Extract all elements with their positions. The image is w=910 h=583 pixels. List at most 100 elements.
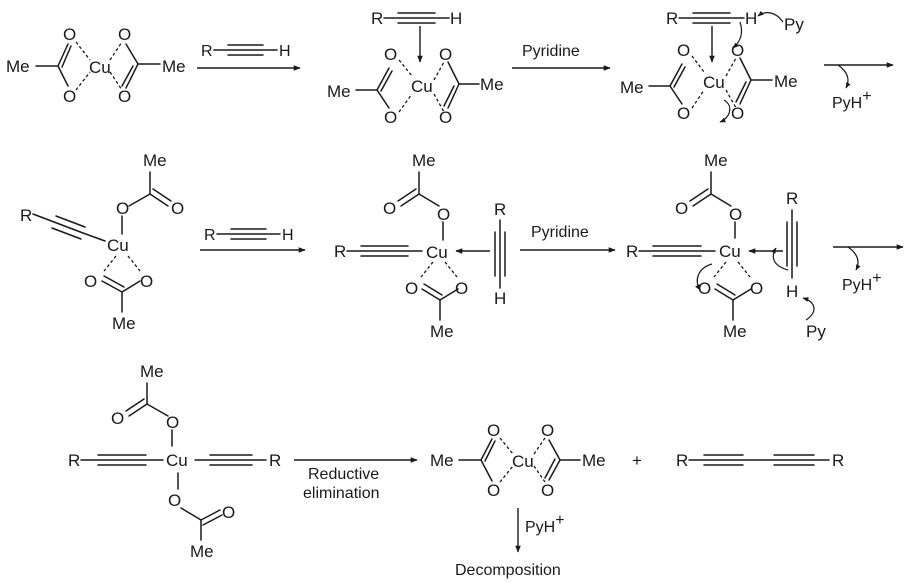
oxygen-label: O <box>437 205 450 224</box>
copper-label: Cu <box>89 58 111 77</box>
oxygen-label: O <box>63 87 76 106</box>
h-label: H <box>494 289 506 308</box>
alkyne-h-label: H <box>279 43 291 60</box>
h-label: H <box>786 282 798 301</box>
oxygen-label: O <box>439 45 452 64</box>
copper-acetate-1: Me O O Cu O O Me <box>6 25 186 106</box>
bis-acetylide-copper: Me O O R Cu R O O Me <box>68 362 281 561</box>
copper-label: Cu <box>107 236 129 255</box>
me-label: Me <box>6 57 30 76</box>
deprotonation-complex-2: Me O O R Cu R H Py O O Me <box>626 151 826 341</box>
oxygen-label: O <box>729 205 742 224</box>
oxygen-label: O <box>222 503 235 522</box>
oxygen-label: O <box>405 279 418 298</box>
me-label: Me <box>327 82 351 101</box>
h-label: H <box>450 9 462 28</box>
oxygen-label: O <box>171 199 184 218</box>
step-arrow-6: PyH+ <box>833 244 904 294</box>
copper-label: Cu <box>703 73 725 92</box>
oxygen-label: O <box>455 279 468 298</box>
oxygen-label: O <box>118 25 131 44</box>
me-label: Me <box>774 72 798 91</box>
alkyne-r-label: R <box>204 227 216 244</box>
acetylide-alkyne-complex: Me O O R Cu R H O O Me <box>334 151 506 341</box>
me-label: Me <box>190 542 214 561</box>
oxygen-label: O <box>439 108 452 127</box>
oxygen-label: O <box>698 279 711 298</box>
me-label: Me <box>430 451 454 470</box>
r-label: R <box>832 451 844 470</box>
r-label: R <box>371 9 383 28</box>
me-label: Me <box>620 78 644 97</box>
elimination-label: elimination <box>303 485 379 502</box>
oxygen-label: O <box>63 25 76 44</box>
me-label: Me <box>430 322 454 341</box>
r-label: R <box>666 9 678 28</box>
me-label: Me <box>112 314 136 333</box>
r-label: R <box>676 451 688 470</box>
r-label: R <box>269 451 281 470</box>
py-label: Py <box>784 15 804 34</box>
deprotonation-complex: R H Py Me O O Cu O O Me <box>620 9 804 123</box>
oxygen-label: O <box>677 41 690 60</box>
me-label: Me <box>723 322 747 341</box>
pyh-label: PyH+ <box>842 270 882 294</box>
copper-acetate-product: Me O O Cu O O Me <box>430 421 606 500</box>
oxygen-label: O <box>384 108 397 127</box>
plus-sign: + <box>632 451 642 470</box>
me-label: Me <box>704 151 728 170</box>
me-label: Me <box>582 451 606 470</box>
pyh-label: PyH+ <box>832 88 872 112</box>
decomposition-label: Decomposition <box>455 562 561 579</box>
r-label: R <box>786 189 798 208</box>
oxygen-label: O <box>383 199 396 218</box>
r-label: R <box>494 200 506 219</box>
step-arrow-5: Pyridine <box>520 224 616 253</box>
alkyne-h-label: H <box>282 227 294 244</box>
oxygen-label: O <box>731 41 744 60</box>
oxygen-label: O <box>84 272 97 291</box>
oxygen-label: O <box>166 413 179 432</box>
r-label: R <box>20 206 32 225</box>
oxygen-label: O <box>750 279 763 298</box>
r-label: R <box>626 242 638 261</box>
me-label: Me <box>162 57 186 76</box>
copper-label: Cu <box>166 451 188 470</box>
decomposition-arrow: PyH+ Decomposition <box>455 508 565 579</box>
copper-label: Cu <box>512 452 534 471</box>
oxygen-label: O <box>118 87 131 106</box>
pyridine-label: Pyridine <box>522 43 580 60</box>
diyne-product: R R <box>676 451 844 470</box>
me-label: Me <box>480 75 504 94</box>
oxygen-label: O <box>384 45 397 64</box>
me-label: Me <box>140 362 164 381</box>
copper-label: Cu <box>426 243 448 262</box>
h-label: H <box>745 9 757 28</box>
oxygen-label: O <box>675 199 688 218</box>
copper-acetylide: R Me O O Cu O O Me <box>20 151 184 333</box>
oxygen-label: O <box>140 272 153 291</box>
oxygen-label: O <box>168 491 181 510</box>
me-label: Me <box>143 151 167 170</box>
step-arrow-7: Reductive elimination <box>294 457 418 502</box>
alkyne-r-label: R <box>201 43 213 60</box>
step-arrow-2: Pyridine <box>512 43 611 71</box>
me-label: Me <box>412 151 436 170</box>
py-label: Py <box>806 322 826 341</box>
copper-label: Cu <box>411 77 433 96</box>
pyh-label: PyH+ <box>525 512 565 536</box>
oxygen-label: O <box>487 421 500 440</box>
oxygen-label: O <box>116 199 129 218</box>
step-arrow-1: R H <box>197 43 301 71</box>
oxygen-label: O <box>111 409 124 428</box>
pyridine-label: Pyridine <box>531 224 589 241</box>
r-label: R <box>334 242 346 261</box>
oxygen-label: O <box>677 104 690 123</box>
reductive-label: Reductive <box>308 466 379 483</box>
oxygen-label: O <box>541 481 554 500</box>
copper-label: Cu <box>719 242 741 261</box>
alkyne-pi-complex: R H Me O O Cu O O Me <box>327 9 504 127</box>
oxygen-label: O <box>487 481 500 500</box>
step-arrow-4: R H <box>200 227 306 253</box>
